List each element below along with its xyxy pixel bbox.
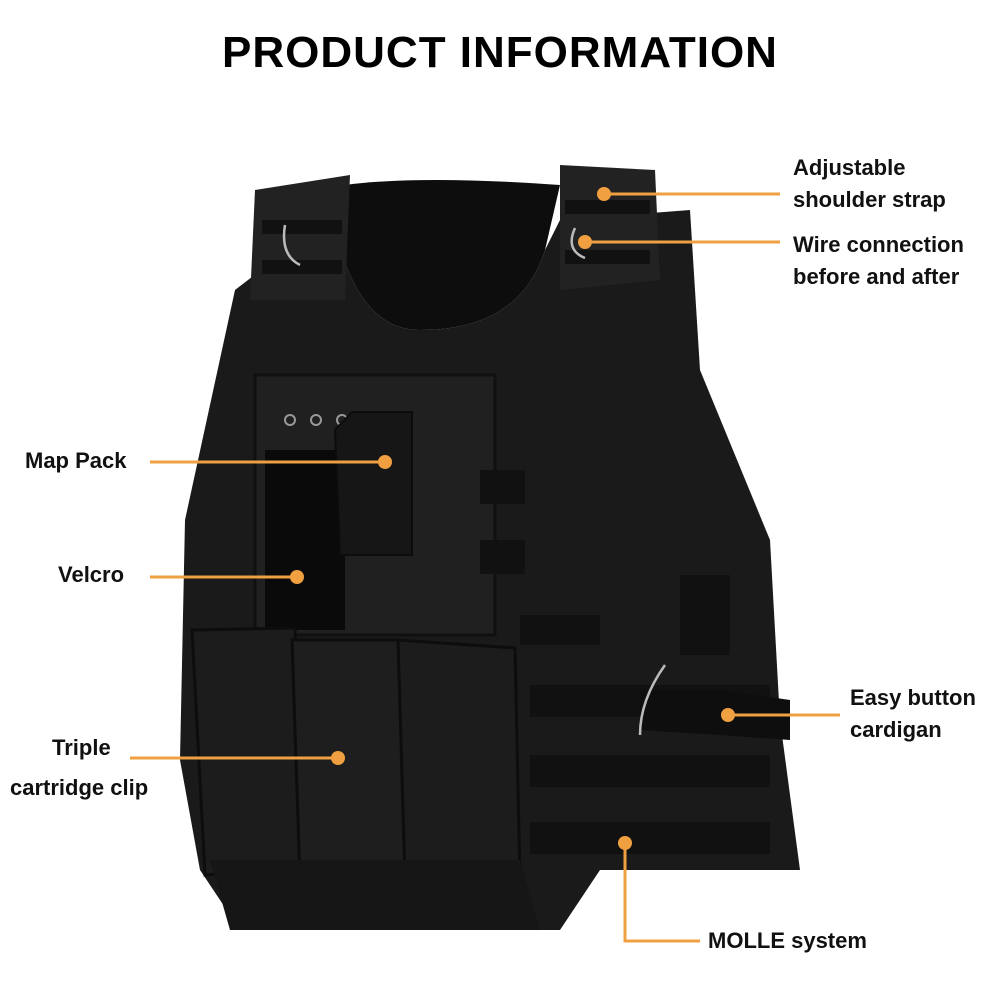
triple-clip-dot [331,751,345,765]
triple-clip-label-line2: cartridge clip [10,775,149,800]
velcro-dot [290,570,304,584]
shoulder-strap-label-line1: Adjustable [793,155,906,180]
shoulder-strap-dot [597,187,611,201]
callout-lines [130,187,840,943]
easy-button-label-line2: cardigan [850,717,942,742]
page-title: PRODUCT INFORMATION [222,28,778,77]
triple-clip-label: Triple [52,732,111,764]
molle-leader [623,843,700,943]
wire-connection-label: Wire connection before and after [793,229,964,293]
easy-button-label-line1: Easy button [850,685,976,710]
molle-label-line1: MOLLE system [708,928,867,953]
map-pack-label-line1: Map Pack [25,448,127,473]
easy-button-label: Easy button cardigan [850,682,976,746]
velcro-label-line1: Velcro [58,562,125,587]
map-pack-label: Map Pack [25,445,127,477]
molle-label: MOLLE system [708,925,867,957]
triple-clip-label-2: cartridge clip [10,772,148,804]
shoulder-strap-label-line2: shoulder strap [793,187,946,212]
shoulder-strap-label: Adjustable shoulder strap [793,152,946,216]
wire-connection-label-line2: before and after [793,264,960,289]
tactical-vest [180,165,800,930]
velcro-label: Velcro [58,559,124,591]
wire-connection-dot [578,235,592,249]
wire-connection-label-line1: Wire connection [793,232,964,257]
map-pack-dot [378,455,392,469]
easy-button-dot [721,708,735,722]
triple-clip-label-line1: Triple [52,735,111,760]
molle-dot [618,836,632,850]
